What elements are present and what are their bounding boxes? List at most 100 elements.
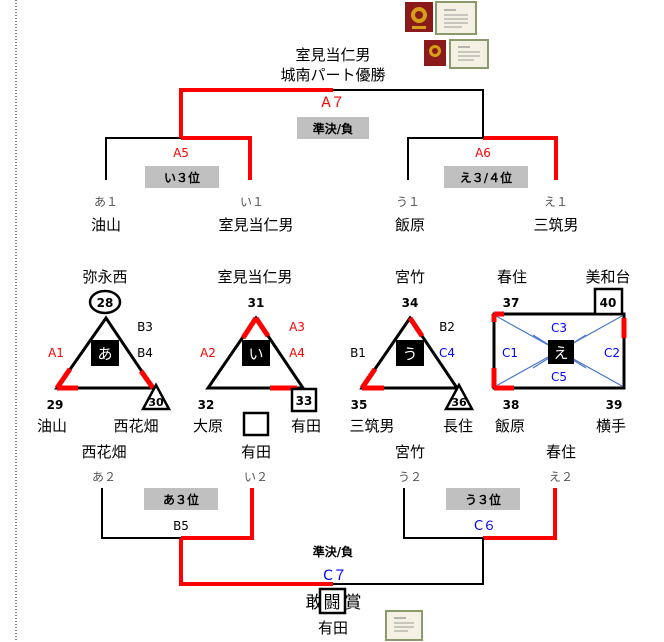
group-e-tl-team: 春住	[497, 268, 527, 286]
place-box-right	[444, 166, 528, 188]
lower-semi-lose-label: 準決/負	[313, 544, 353, 559]
semi-lose-label: 準決/負	[313, 121, 353, 136]
match-a4: A4	[289, 346, 305, 360]
group-i-left-number: 32	[198, 398, 215, 412]
award-part3: 賞	[345, 593, 362, 613]
certificate-icon	[449, 39, 489, 69]
group-u-top-team: 宮竹	[395, 268, 425, 286]
lower-slot-code: う２	[398, 470, 422, 484]
group-a-left-number: 29	[47, 398, 64, 412]
slot-code: い１	[240, 195, 264, 209]
group-i-top-number: 31	[248, 296, 265, 310]
upper-bracket-lines	[105, 88, 558, 180]
empty-box	[242, 411, 270, 437]
lower-slot-team: 有田	[241, 443, 271, 461]
group-a-top-number: 28	[97, 296, 114, 310]
place-label-right: え３/４位	[460, 170, 512, 185]
group-e-bl-number: 38	[503, 398, 520, 412]
slot-team: 飯原	[395, 216, 425, 234]
group-e-label: え	[553, 344, 568, 362]
trophy-icon	[424, 40, 446, 66]
lower-slot-team: 春住	[546, 443, 576, 461]
group-i-top-team: 室見当仁男	[217, 268, 292, 286]
group-u-right-team: 長住	[443, 417, 473, 435]
slot-code: あ１	[94, 195, 118, 209]
group-e-bl-team: 飯原	[495, 417, 525, 435]
match-a2: A2	[200, 346, 216, 360]
group-e-league: 春住 美和台 37 40 え C3 C1 C2 C5 38 39 飯原 横手	[491, 268, 631, 435]
final-c7: C７	[323, 568, 347, 584]
place-label-left: い３位	[164, 170, 200, 185]
group-u-left-team: 三筑男	[349, 417, 394, 435]
match-a1: A1	[48, 346, 64, 360]
lower-slot-code: え２	[549, 470, 573, 484]
lower-slot-team: 西花畑	[81, 443, 126, 461]
group-e-br-team: 横手	[596, 417, 626, 435]
match-c4: C4	[439, 346, 455, 360]
group-i-badge	[242, 340, 270, 366]
group-e-badge	[548, 340, 574, 364]
certificate-icon	[385, 610, 423, 641]
champion-title: 城南パート優勝	[280, 66, 385, 84]
group-a-label: あ	[97, 345, 112, 363]
group-u-badge	[396, 340, 424, 366]
group-e-br-number: 39	[606, 398, 623, 412]
group-i-league: 室見当仁男 31 い A2 A3 A4 33 32 大原 有田	[193, 268, 321, 437]
trophy-icon	[405, 2, 433, 32]
group-a-right-number: 30	[148, 396, 164, 409]
lower-bracket-lines	[101, 488, 557, 586]
award-part1: 敢	[306, 593, 323, 613]
group-e-tr-team: 美和台	[585, 268, 630, 286]
match-c1: C1	[502, 346, 518, 360]
final-match-code: A７	[321, 95, 345, 111]
group-i-right-team: 有田	[291, 417, 321, 435]
match-c6: C６	[474, 519, 496, 534]
group-a-left-team: 油山	[37, 417, 67, 435]
match-c5: C5	[551, 370, 567, 384]
group-u-league: 宮竹 34 う B1 B2 C4 36 35 三筑男 長住	[349, 268, 475, 435]
slot-code: う１	[396, 195, 420, 209]
lower-slot-team: 宮竹	[395, 443, 425, 461]
group-a-league: 弥永西 28 あ A1 B3 B4 30 29 油山 西花畑	[37, 268, 172, 435]
semi-lose-box	[297, 117, 369, 139]
match-b4: B4	[137, 346, 153, 360]
group-i-right-number: 33	[296, 394, 313, 408]
lower-place-box-right	[446, 488, 520, 510]
match-b3: B3	[137, 320, 153, 334]
match-code-a6: A6	[475, 146, 491, 160]
slot-team: 油山	[91, 216, 121, 234]
award-team: 有田	[318, 619, 348, 637]
match-code-a5: A5	[173, 146, 189, 160]
match-b1: B1	[350, 346, 366, 360]
group-a-badge	[91, 340, 119, 366]
slot-team: 室見当仁男	[218, 216, 293, 234]
group-e-tr-number: 40	[600, 296, 617, 310]
place-box-left	[145, 166, 219, 188]
certificate-icon	[435, 1, 477, 35]
group-u-left-number: 35	[351, 398, 368, 412]
champion-name: 室見当仁男	[295, 46, 370, 64]
lower-slot-code: あ２	[92, 470, 116, 484]
lower-place-box-left	[144, 488, 218, 510]
slot-code: え１	[544, 195, 568, 209]
match-b5: B5	[173, 519, 189, 533]
group-i-left-team: 大原	[193, 417, 223, 435]
slot-team: 三筑男	[533, 216, 578, 234]
match-c2: C2	[604, 346, 620, 360]
match-a3: A3	[289, 320, 305, 334]
lower-place-left: あ３位	[163, 492, 199, 507]
group-a-right-team: 西花畑	[113, 417, 158, 435]
award-highlight-box	[318, 587, 347, 615]
group-u-right-number: 36	[451, 396, 467, 409]
lower-slot-code: い２	[244, 470, 268, 484]
match-b2: B2	[439, 320, 455, 334]
group-e-tl-number: 37	[503, 296, 520, 310]
lower-place-right: う３位	[465, 492, 501, 507]
match-c3: C3	[551, 321, 567, 335]
group-i-label: い	[248, 345, 263, 363]
award-part2: 闘	[324, 593, 341, 613]
group-u-top-number: 34	[402, 296, 419, 310]
group-a-top-team: 弥永西	[82, 268, 127, 286]
group-u-label: う	[402, 345, 417, 363]
